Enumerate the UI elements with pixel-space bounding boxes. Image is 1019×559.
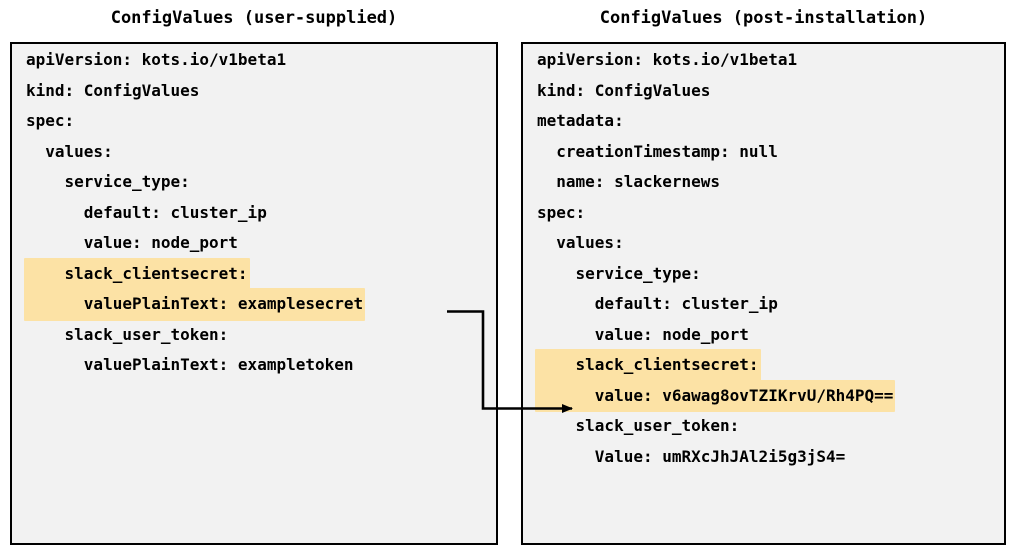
code-line-text: spec: bbox=[537, 202, 586, 222]
code-line: slack_clientsecret: bbox=[12, 257, 496, 290]
code-line: values: bbox=[523, 227, 1004, 258]
code-line-text: kind: ConfigValues bbox=[26, 80, 200, 100]
code-line: apiVersion: kots.io/v1beta1 bbox=[12, 44, 496, 75]
code-line-text: valuePlainText: exampletoken bbox=[26, 355, 354, 374]
code-line-text: name: slackernews bbox=[537, 172, 721, 191]
code-line: creationTimestamp: null bbox=[523, 136, 1004, 167]
code-line-text: value: node_port bbox=[26, 233, 238, 252]
panel-title-user-supplied: ConfigValues (user-supplied) bbox=[110, 8, 398, 28]
code-line: value: v6awag8ovTZIKrvU/Rh4PQ== bbox=[523, 379, 1004, 412]
code-line: kind: ConfigValues bbox=[523, 75, 1004, 106]
code-line-text: slack_user_token: bbox=[26, 324, 229, 344]
code-line: default: cluster_ip bbox=[12, 197, 496, 228]
code-line: name: slackernews bbox=[523, 166, 1004, 197]
code-line-text: Value: umRXcJhJAl2i5g3jS4= bbox=[537, 446, 846, 466]
code-line: apiVersion: kots.io/v1beta1 bbox=[523, 44, 1004, 75]
code-box-post-installation: apiVersion: kots.io/v1beta1 kind: ConfigV… bbox=[521, 42, 1006, 545]
code-line: slack_user_token: bbox=[12, 319, 496, 350]
code-line-text: creationTimestamp: null bbox=[537, 141, 778, 161]
code-line-text: slack_clientsecret: bbox=[24, 257, 250, 290]
code-line: values: bbox=[12, 136, 496, 167]
code-line: service_type: bbox=[523, 258, 1004, 289]
code-line-text: value: v6awag8ovTZIKrvU/Rh4PQ== bbox=[535, 379, 896, 412]
code-line: kind: ConfigValues bbox=[12, 75, 496, 106]
code-line-text: values: bbox=[537, 233, 624, 252]
code-line-text: apiVersion: kots.io/v1beta1 bbox=[26, 50, 287, 69]
code-line: spec: bbox=[12, 105, 496, 136]
code-box-user-supplied: apiVersion: kots.io/v1beta1 kind: ConfigV… bbox=[10, 42, 498, 545]
code-line-text: value: node_port bbox=[537, 324, 749, 344]
code-line-text: default: cluster_ip bbox=[26, 202, 267, 222]
code-line: Value: umRXcJhJAl2i5g3jS4= bbox=[523, 441, 1004, 472]
code-line-text: apiVersion: kots.io/v1beta1 bbox=[537, 50, 798, 69]
code-line-text: service_type: bbox=[537, 263, 701, 283]
code-line-text: slack_user_token: bbox=[537, 416, 740, 435]
code-line: valuePlainText: examplesecret bbox=[12, 288, 496, 321]
code-line: spec: bbox=[523, 197, 1004, 228]
code-line-text: spec: bbox=[26, 111, 75, 130]
code-line: default: cluster_ip bbox=[523, 288, 1004, 319]
code-line-text: kind: ConfigValues bbox=[537, 80, 711, 100]
code-line: metadata: bbox=[523, 105, 1004, 136]
panel-title-post-installation: ConfigValues (post-installation) bbox=[599, 8, 928, 28]
code-line: valuePlainText: exampletoken bbox=[12, 349, 496, 380]
code-line: service_type: bbox=[12, 166, 496, 197]
code-line: value: node_port bbox=[12, 227, 496, 258]
code-line-text: service_type: bbox=[26, 172, 190, 191]
code-line: slack_user_token: bbox=[523, 410, 1004, 441]
code-line-text: valuePlainText: examplesecret bbox=[24, 288, 366, 321]
code-lines-user-supplied: apiVersion: kots.io/v1beta1 kind: ConfigV… bbox=[12, 44, 496, 380]
code-line-text: default: cluster_ip bbox=[537, 294, 778, 313]
code-line-text: metadata: bbox=[537, 111, 624, 130]
code-line: slack_clientsecret: bbox=[523, 349, 1004, 382]
code-line: value: node_port bbox=[523, 319, 1004, 350]
code-line-text: values: bbox=[26, 141, 113, 161]
code-lines-post-installation: apiVersion: kots.io/v1beta1 kind: ConfigV… bbox=[523, 44, 1004, 471]
code-line-text: slack_clientsecret: bbox=[535, 349, 761, 382]
